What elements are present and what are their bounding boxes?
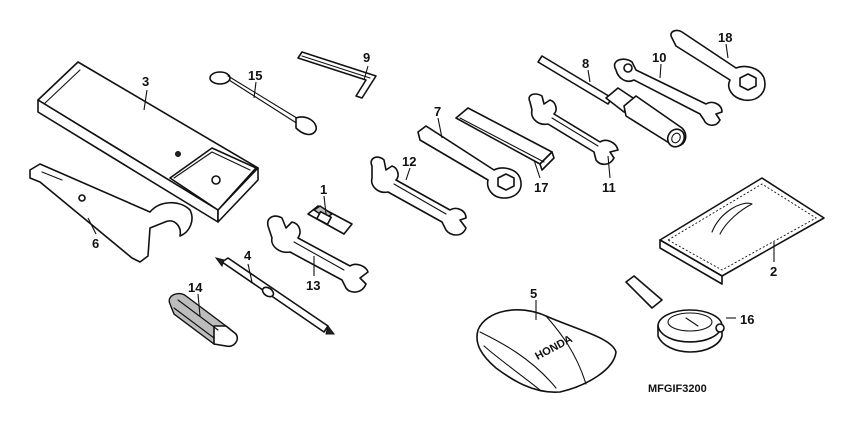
- callout-6: 6: [92, 236, 99, 251]
- part-helmet-cable: [209, 71, 317, 136]
- callout-12: 12: [402, 154, 416, 169]
- leader-lines: [87, 43, 775, 320]
- part-wrench-12: [370, 156, 467, 236]
- part-pin-spanner: [29, 163, 193, 263]
- part-screwdriver-handle: [168, 292, 239, 348]
- callout-14: 14: [188, 280, 203, 295]
- part-screwdriver-bit: [214, 257, 335, 335]
- part-tool-bag: [37, 61, 259, 223]
- part-wrench-10: [613, 58, 723, 127]
- part-fuse-clip: [307, 205, 353, 235]
- callout-1: 1: [320, 182, 327, 197]
- callout-15: 15: [248, 68, 262, 83]
- part-document-bag: [659, 177, 825, 285]
- part-ring-wrench: [670, 29, 766, 102]
- part-socket-wrench: [537, 55, 687, 148]
- part-hex-wrench: [297, 51, 377, 99]
- callout-labels: 1 2 3 4 5 6 7 8 9 10 11 12 13 14 15 16 1…: [92, 30, 777, 327]
- callout-13: 13: [306, 278, 320, 293]
- callout-17: 17: [534, 180, 548, 195]
- callout-11: 11: [602, 180, 616, 195]
- callout-8: 8: [582, 56, 589, 71]
- callout-3: 3: [142, 74, 149, 89]
- callout-5: 5: [530, 286, 537, 301]
- drawing-code: MFGIF3200: [648, 383, 707, 395]
- part-handle-sleeve: [455, 107, 555, 171]
- callout-10: 10: [652, 50, 666, 65]
- callout-4: 4: [244, 248, 252, 263]
- callout-9: 9: [363, 50, 370, 65]
- part-wrench-13: [266, 215, 369, 293]
- part-pressure-gauge: [625, 275, 725, 353]
- callout-18: 18: [718, 30, 732, 45]
- part-wrench-11: [528, 93, 619, 166]
- part-box-wrench: [417, 125, 522, 199]
- callout-2: 2: [770, 264, 777, 279]
- part-soft-pouch: HONDA: [476, 309, 617, 393]
- callout-16: 16: [740, 312, 754, 327]
- callout-7: 7: [434, 104, 441, 119]
